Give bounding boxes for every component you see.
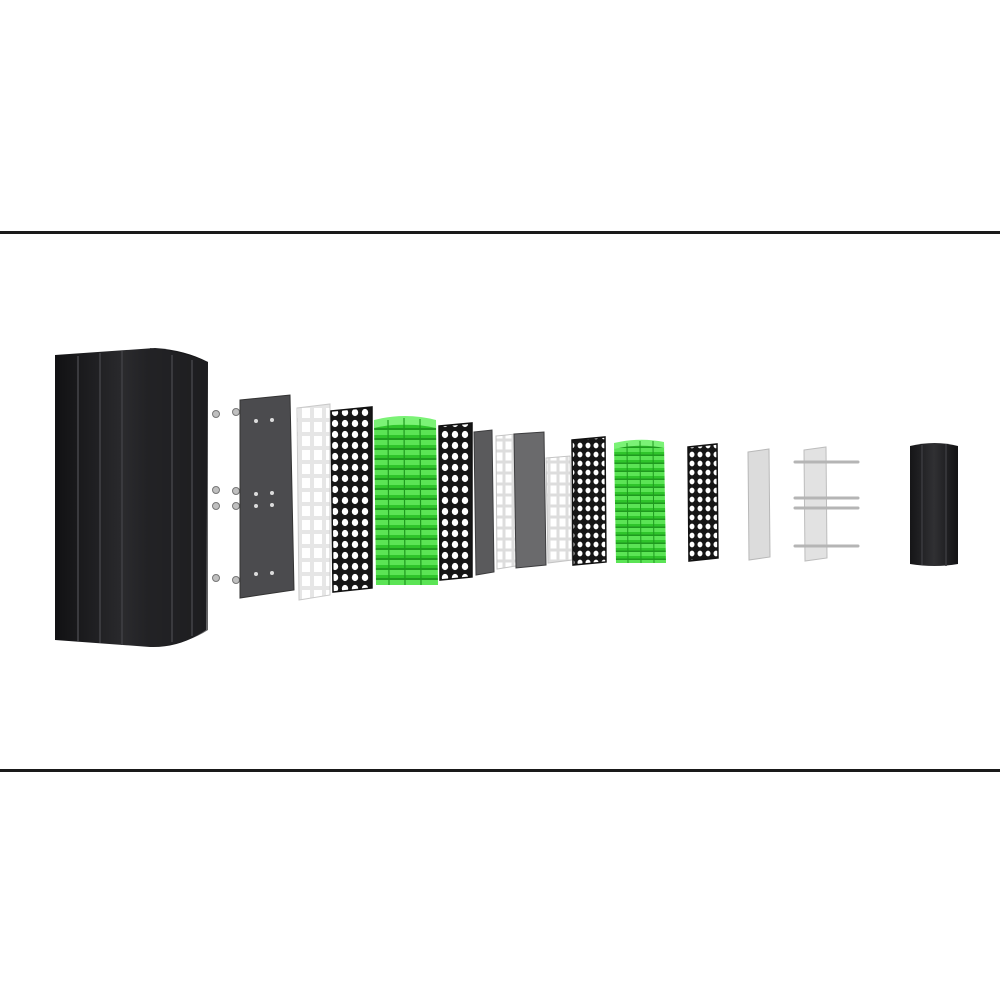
nickel-strip-left <box>296 403 331 601</box>
main-housing <box>55 348 208 648</box>
battery-cells-block-right <box>614 439 666 564</box>
nickel-strip-center <box>495 433 517 570</box>
end-cap <box>910 443 958 566</box>
screws <box>212 408 240 584</box>
battery-cells-block-left <box>374 416 438 586</box>
nickel-strip-right <box>545 455 573 564</box>
cell-holder-left-outer <box>330 406 373 593</box>
end-plate-light <box>747 448 771 561</box>
terminal-rods-plate <box>793 446 860 562</box>
insulation-plate-2 <box>513 431 547 569</box>
cell-holder-right-inner <box>687 443 719 562</box>
cell-holder-left-inner <box>438 422 473 581</box>
insulation-plate-1 <box>473 429 495 576</box>
cell-holder-right-outer <box>571 436 607 566</box>
end-plate-left <box>239 394 295 599</box>
